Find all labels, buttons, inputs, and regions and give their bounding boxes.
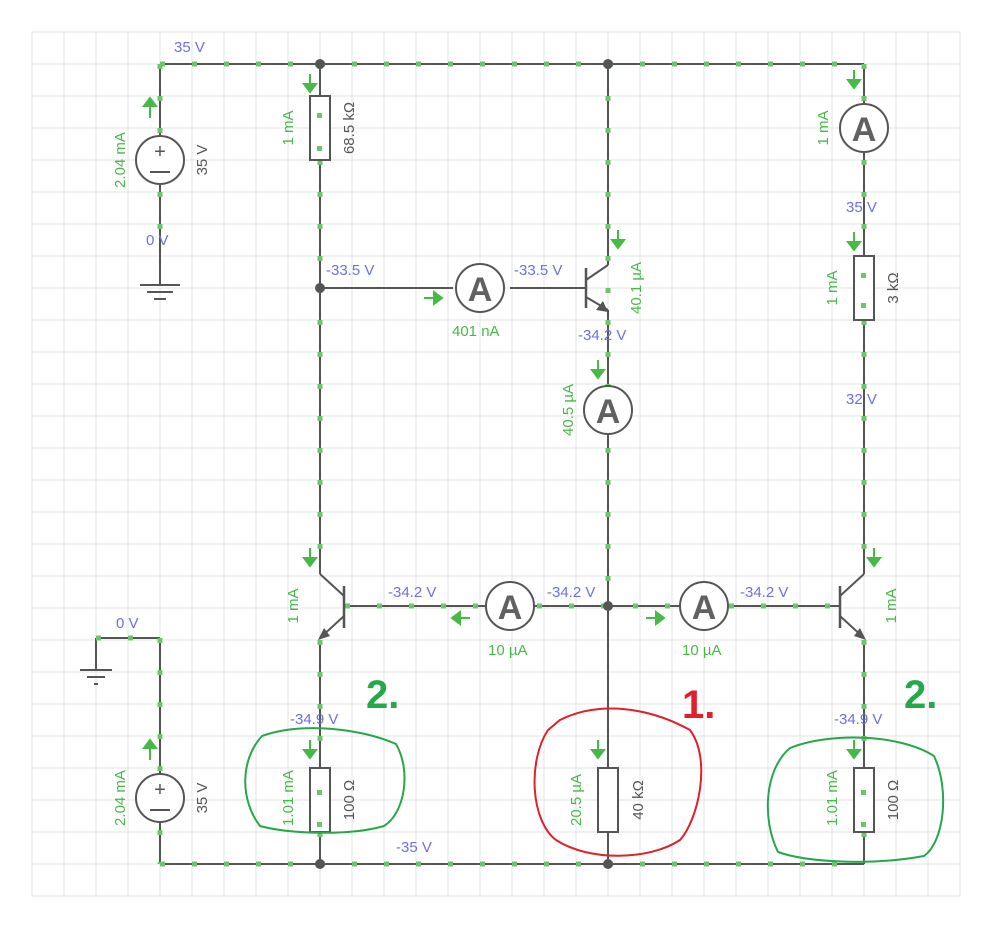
label-i-src-top: 2.04 mA — [112, 132, 129, 188]
label-v-ground-bottom: 0 V — [116, 615, 139, 632]
annotation-circle-green-left — [244, 727, 406, 834]
label-v-base-node: -33.5 V — [326, 262, 374, 279]
label-i-ammeter-base: 401 nA — [452, 323, 500, 340]
ammeter-icon-left[interactable]: A — [485, 581, 535, 631]
ammeter-icon-base[interactable]: A — [455, 263, 505, 313]
label-v-right-emitter: -34.9 V — [834, 711, 882, 728]
resistor-icon-100-right[interactable] — [853, 767, 875, 833]
label-v-left-base: -34.2 V — [388, 584, 436, 601]
label-r-right-bottom-value: 100 Ω — [885, 780, 902, 820]
resistor-icon-3k[interactable] — [853, 255, 875, 321]
npn-transistor-icon-left[interactable] — [318, 573, 346, 640]
label-v-right-base: -34.2 V — [740, 584, 788, 601]
label-v-ground-top: 0 V — [146, 232, 169, 249]
label-i-r-top: 1 mA — [280, 110, 297, 145]
hand-drawn-annotations: 1. 2. 2. — [244, 673, 945, 863]
label-v-bottom-rail: -35 V — [396, 839, 432, 856]
label-v-top-rail: 35 V — [174, 39, 205, 56]
annotation-label-two-right: 2. — [904, 673, 937, 717]
label-src-bottom-value: 35 V — [194, 783, 211, 814]
label-i-transistor-top: 40.1 µA — [628, 262, 645, 314]
label-v-center-left: -34.2 V — [547, 584, 595, 601]
label-i-ammeter-right-top: 1 mA — [815, 110, 832, 145]
label-i-left-transistor: 1 mA — [285, 588, 302, 623]
label-v-emitter-top: -34.2 V — [578, 327, 626, 344]
svg-text:+: + — [154, 141, 166, 163]
npn-transistor-icon-top[interactable] — [584, 264, 609, 312]
svg-text:A: A — [692, 589, 717, 627]
label-i-right-transistor: 1 mA — [883, 588, 900, 623]
resistor-icon-68k[interactable] — [309, 95, 331, 161]
label-i-src-bottom: 2.04 mA — [112, 770, 129, 826]
label-r-center-bottom-value: 40 kΩ — [630, 780, 647, 820]
wires — [80, 63, 865, 865]
annotation-circle-green-right — [766, 736, 945, 863]
label-v-right-32: 32 V — [846, 391, 877, 408]
label-i-ammeter-right: 10 µA — [682, 642, 722, 659]
current-arrow-icons — [142, 70, 882, 760]
label-v-left-emitter: -34.9 V — [290, 711, 338, 728]
resistor-icon-100-left[interactable] — [309, 767, 331, 833]
grid-background — [31, 31, 961, 897]
label-i-r-right-bottom: 1.01 mA — [824, 770, 841, 826]
svg-text:A: A — [596, 393, 621, 431]
ammeter-icon-center[interactable]: A — [583, 385, 633, 435]
label-src-top-value: 35 V — [194, 145, 211, 176]
label-r-left-bottom-value: 100 Ω — [341, 780, 358, 820]
label-r-top-value: 68.5 kΩ — [341, 102, 358, 154]
label-i-r-center-bottom: 20.5 µA — [568, 774, 585, 826]
resistor-icon-40k[interactable] — [597, 767, 619, 833]
label-i-ammeter-left: 10 µA — [488, 642, 528, 659]
label-r-right-value: 3 kΩ — [885, 272, 902, 303]
voltage-source-icon-top[interactable]: + — [135, 135, 185, 185]
label-v-right-35: 35 V — [846, 199, 877, 216]
voltage-labels: 35 V 0 V -33.5 V -33.5 V -34.2 V 35 V 32… — [116, 39, 882, 856]
annotation-circle-red — [533, 707, 703, 857]
voltage-source-icon-bottom[interactable]: + — [135, 773, 185, 823]
svg-text:+: + — [154, 779, 166, 801]
label-i-ammeter-center: 40.5 µA — [560, 384, 577, 436]
ammeter-icon-right[interactable]: A — [679, 581, 729, 631]
npn-transistor-icon-right[interactable] — [838, 573, 866, 640]
svg-text:A: A — [852, 111, 877, 149]
annotation-label-two-left: 2. — [366, 673, 399, 717]
junction-dots — [315, 59, 613, 869]
svg-text:A: A — [498, 589, 523, 627]
label-v-transistor-base: -33.5 V — [514, 262, 562, 279]
ammeter-icon-right-top[interactable]: A — [839, 103, 889, 153]
current-labels: 2.04 mA 1 mA 1 mA 1 mA 401 nA 40.1 µA 40… — [112, 110, 900, 826]
label-i-r-right: 1 mA — [824, 270, 841, 305]
label-i-r-left-bottom: 1.01 mA — [280, 770, 297, 826]
component-value-labels: 35 V 68.5 kΩ 3 kΩ 35 V 100 Ω 40 kΩ 100 Ω — [194, 102, 902, 820]
annotation-label-one: 1. — [682, 683, 715, 727]
svg-text:A: A — [468, 271, 493, 309]
